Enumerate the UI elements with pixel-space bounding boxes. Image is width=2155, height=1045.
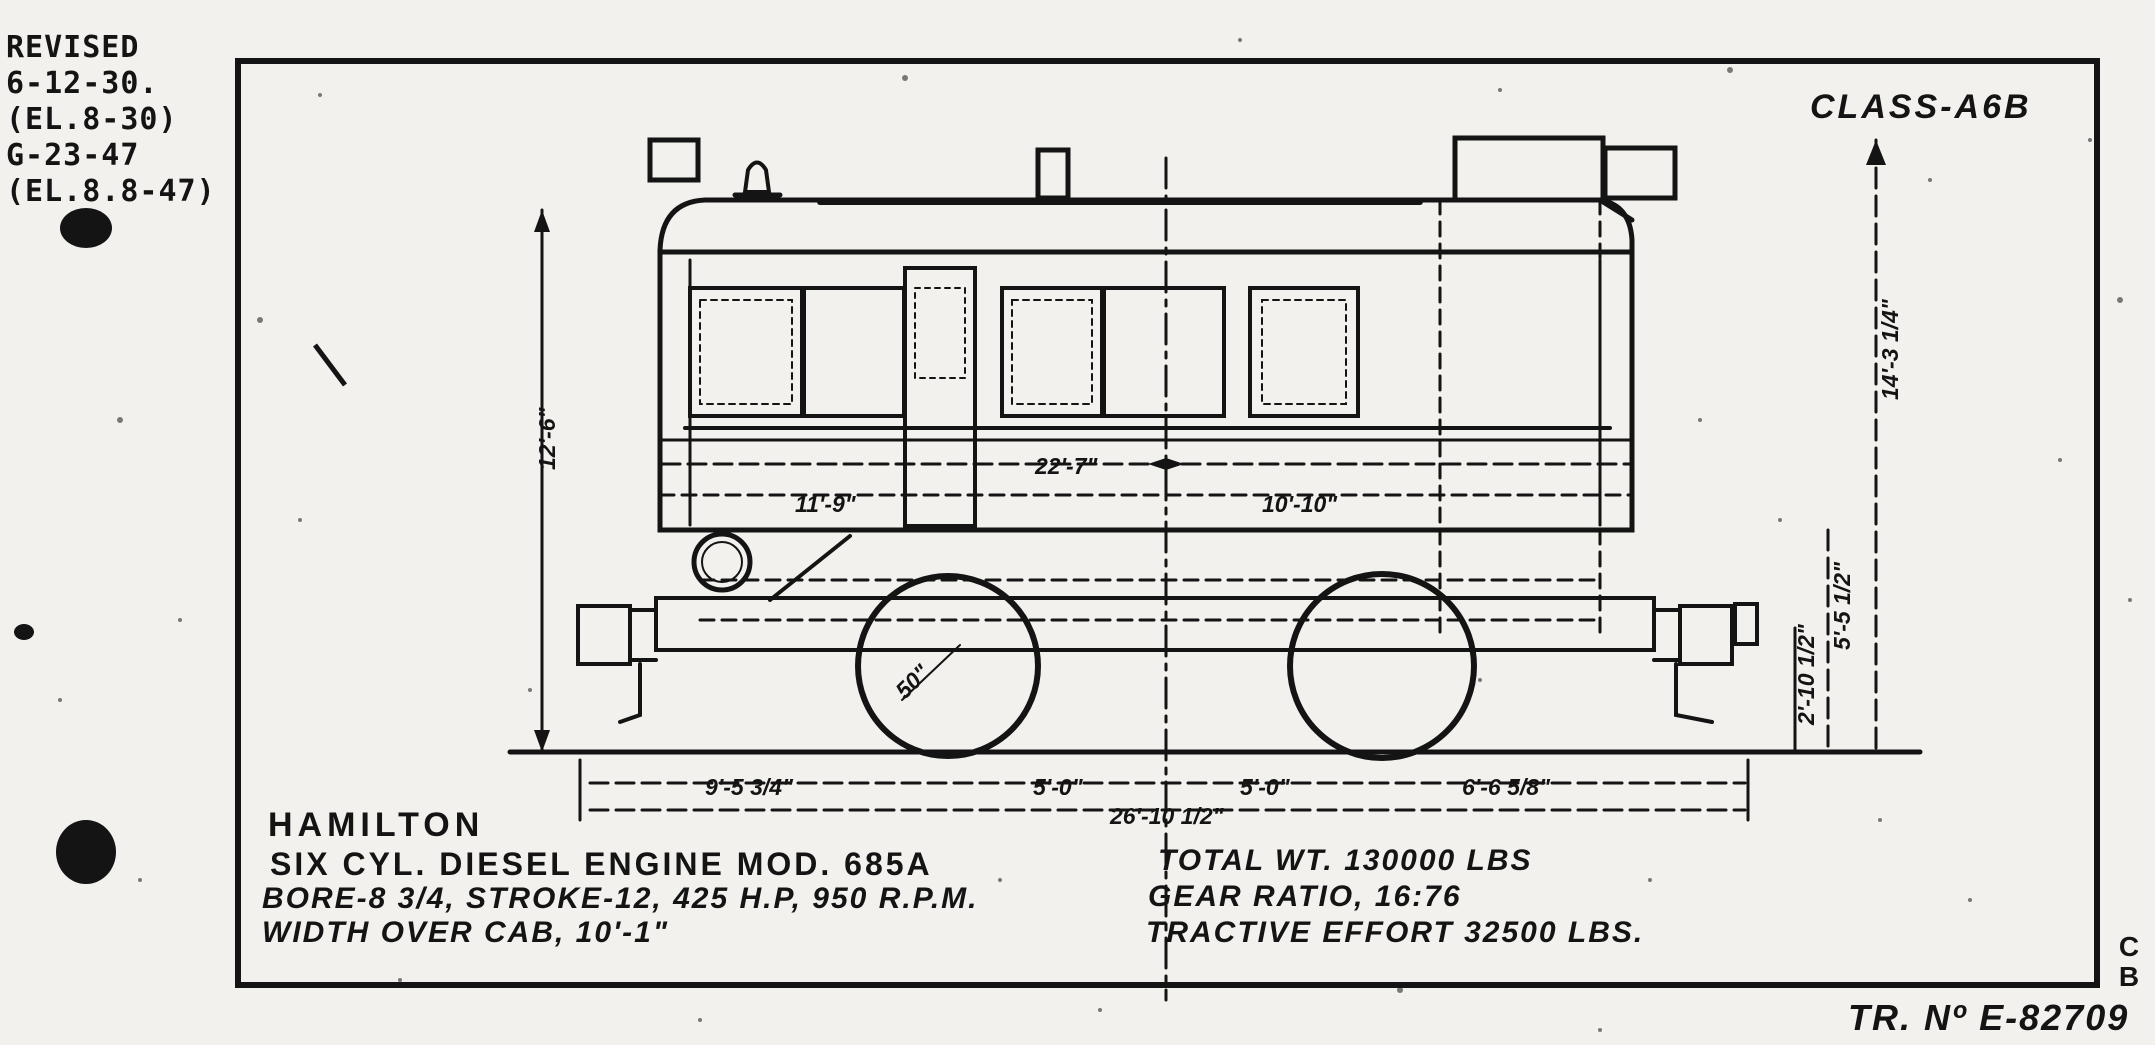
dim-wheel-diameter: 50" bbox=[890, 659, 935, 704]
dimension-labels: 22'-7" 11'-9" 10'-10" 12'-6" 14'-3 1/4" … bbox=[534, 298, 1903, 829]
cab-windows bbox=[688, 266, 1360, 528]
dim-height-coupler: 2'-10 1/2" bbox=[1793, 623, 1819, 726]
hidden-lines bbox=[658, 198, 1634, 642]
roof-equipment bbox=[647, 135, 1678, 223]
dim-front-to-center: 11'-9" bbox=[795, 491, 857, 517]
revision-line: (EL.8.8-47) bbox=[6, 174, 216, 209]
corner-mark: C B bbox=[2118, 931, 2140, 992]
dimension-arrows bbox=[534, 140, 1886, 752]
dim-height-frame: 5'-5 1/2" bbox=[1829, 561, 1855, 650]
revision-stamp: REVISED 6-12-30. (EL.8-30) G-23-47 (EL.8… bbox=[6, 30, 216, 210]
dim-height-overall: 14'-3 1/4" bbox=[1877, 298, 1903, 400]
dim-half-wheelbase-b: 5'-0" bbox=[1240, 774, 1291, 800]
dim-height-cab: 12'-6" bbox=[534, 406, 560, 470]
drawing-border bbox=[235, 58, 2100, 988]
total-weight: TOTAL WT. 130000 LBS bbox=[1158, 844, 1533, 877]
dim-rear-overhang: 6'-6 5/8" bbox=[1462, 774, 1551, 800]
coupler-rear bbox=[1652, 602, 1759, 724]
engine-line-3: WIDTH OVER CAB, 10'-1" bbox=[262, 916, 670, 949]
engine-maker: HAMILTON bbox=[268, 806, 485, 844]
revision-line: REVISED bbox=[6, 30, 140, 65]
revision-line: 6-12-30. bbox=[6, 66, 159, 101]
tractive-effort: TRACTIVE EFFORT 32500 LBS. bbox=[1146, 916, 1645, 949]
underframe bbox=[654, 531, 1656, 652]
rear-wheel bbox=[1287, 571, 1477, 761]
revision-line: G-23-47 bbox=[6, 138, 140, 173]
dim-total-length: 26'-10 1/2" bbox=[1109, 803, 1225, 829]
engine-line-1: SIX CYL. DIESEL ENGINE MOD. 685A bbox=[270, 846, 933, 882]
dim-center-to-rear: 10'-10" bbox=[1262, 491, 1338, 517]
dimension-lines bbox=[540, 138, 1878, 822]
drawing-number: TR. Nº E-82709 bbox=[1848, 997, 2130, 1038]
engine-line-2: BORE-8 3/4, STROKE-12, 425 H.P, 950 R.P.… bbox=[262, 882, 979, 915]
coupler-front bbox=[576, 604, 658, 724]
front-wheel bbox=[855, 573, 1041, 759]
dim-half-wheelbase-a: 5'-0" bbox=[1033, 774, 1084, 800]
revision-line: (EL.8-30) bbox=[6, 102, 178, 137]
dim-overall-length: 22'-7" bbox=[1034, 453, 1099, 479]
dim-front-overhang: 9'-5 3/4" bbox=[705, 774, 794, 800]
class-label: CLASS-A6B bbox=[1810, 88, 2032, 126]
gear-ratio: GEAR RATIO, 16:76 bbox=[1148, 880, 1462, 913]
